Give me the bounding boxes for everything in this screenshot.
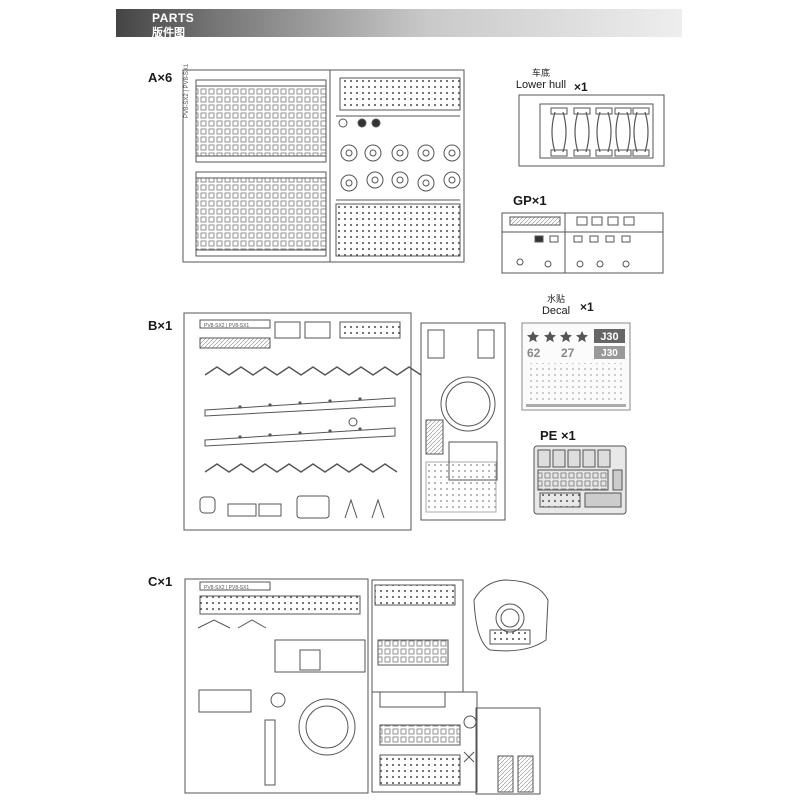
lower-hull-label-zh: 车底 xyxy=(531,68,550,78)
decal-sheet: J30 62 27 J30 xyxy=(521,322,631,411)
lower-hull-count: ×1 xyxy=(574,80,588,94)
sprue-c: PV8-SX2 | PV8-SX1 xyxy=(184,578,478,794)
decal-count: ×1 xyxy=(580,300,594,314)
sprue-a-wheels xyxy=(338,118,461,192)
gp-label: GP×1 xyxy=(513,193,547,208)
decal-label-zh: 水贴 xyxy=(546,294,565,304)
sprue-a: PV8-SX2 | PV8-SX1 xyxy=(182,63,465,263)
sprue-c-label: C×1 xyxy=(148,574,173,589)
sprue-b: PV8-SX2 | PV8-SX1 xyxy=(183,312,422,531)
parts-subtitle: 版件图 xyxy=(152,27,185,39)
pe-fret xyxy=(533,445,627,515)
decal-marking-62: 62 xyxy=(527,346,541,360)
decal-label-en: Decal xyxy=(541,305,571,317)
lower-hull-caption: 车底 Lower hull xyxy=(506,66,576,91)
parts-header-bar: PARTS 版件图 xyxy=(116,9,682,39)
gp-sprue xyxy=(501,212,664,274)
sprue-a-label: A×6 xyxy=(148,70,173,85)
lower-hull-part xyxy=(518,94,665,167)
sprue-b-label: B×1 xyxy=(148,318,173,333)
sprue-a-code: PV8-SX2 | PV8-SX1 xyxy=(184,63,190,118)
pe-label: PE ×1 xyxy=(540,428,576,443)
upper-hull-part xyxy=(420,322,506,521)
parts-title: PARTS xyxy=(152,11,195,25)
decal-marking-j30-bottom: J30 xyxy=(601,348,618,359)
track-parts xyxy=(475,707,541,795)
decal-stars xyxy=(527,331,588,343)
lower-hull-label-en: Lower hull xyxy=(515,79,567,91)
decal-marking-j30-top: J30 xyxy=(600,331,618,343)
sprue-b-code: PV8-SX2 | PV8-SX1 xyxy=(204,323,249,329)
sprue-c-code: PV8-SX2 | PV8-SX1 xyxy=(204,585,249,591)
turret-part xyxy=(473,579,549,652)
decal-caption: 水贴 Decal xyxy=(536,292,576,317)
decal-marking-27: 27 xyxy=(561,346,575,360)
